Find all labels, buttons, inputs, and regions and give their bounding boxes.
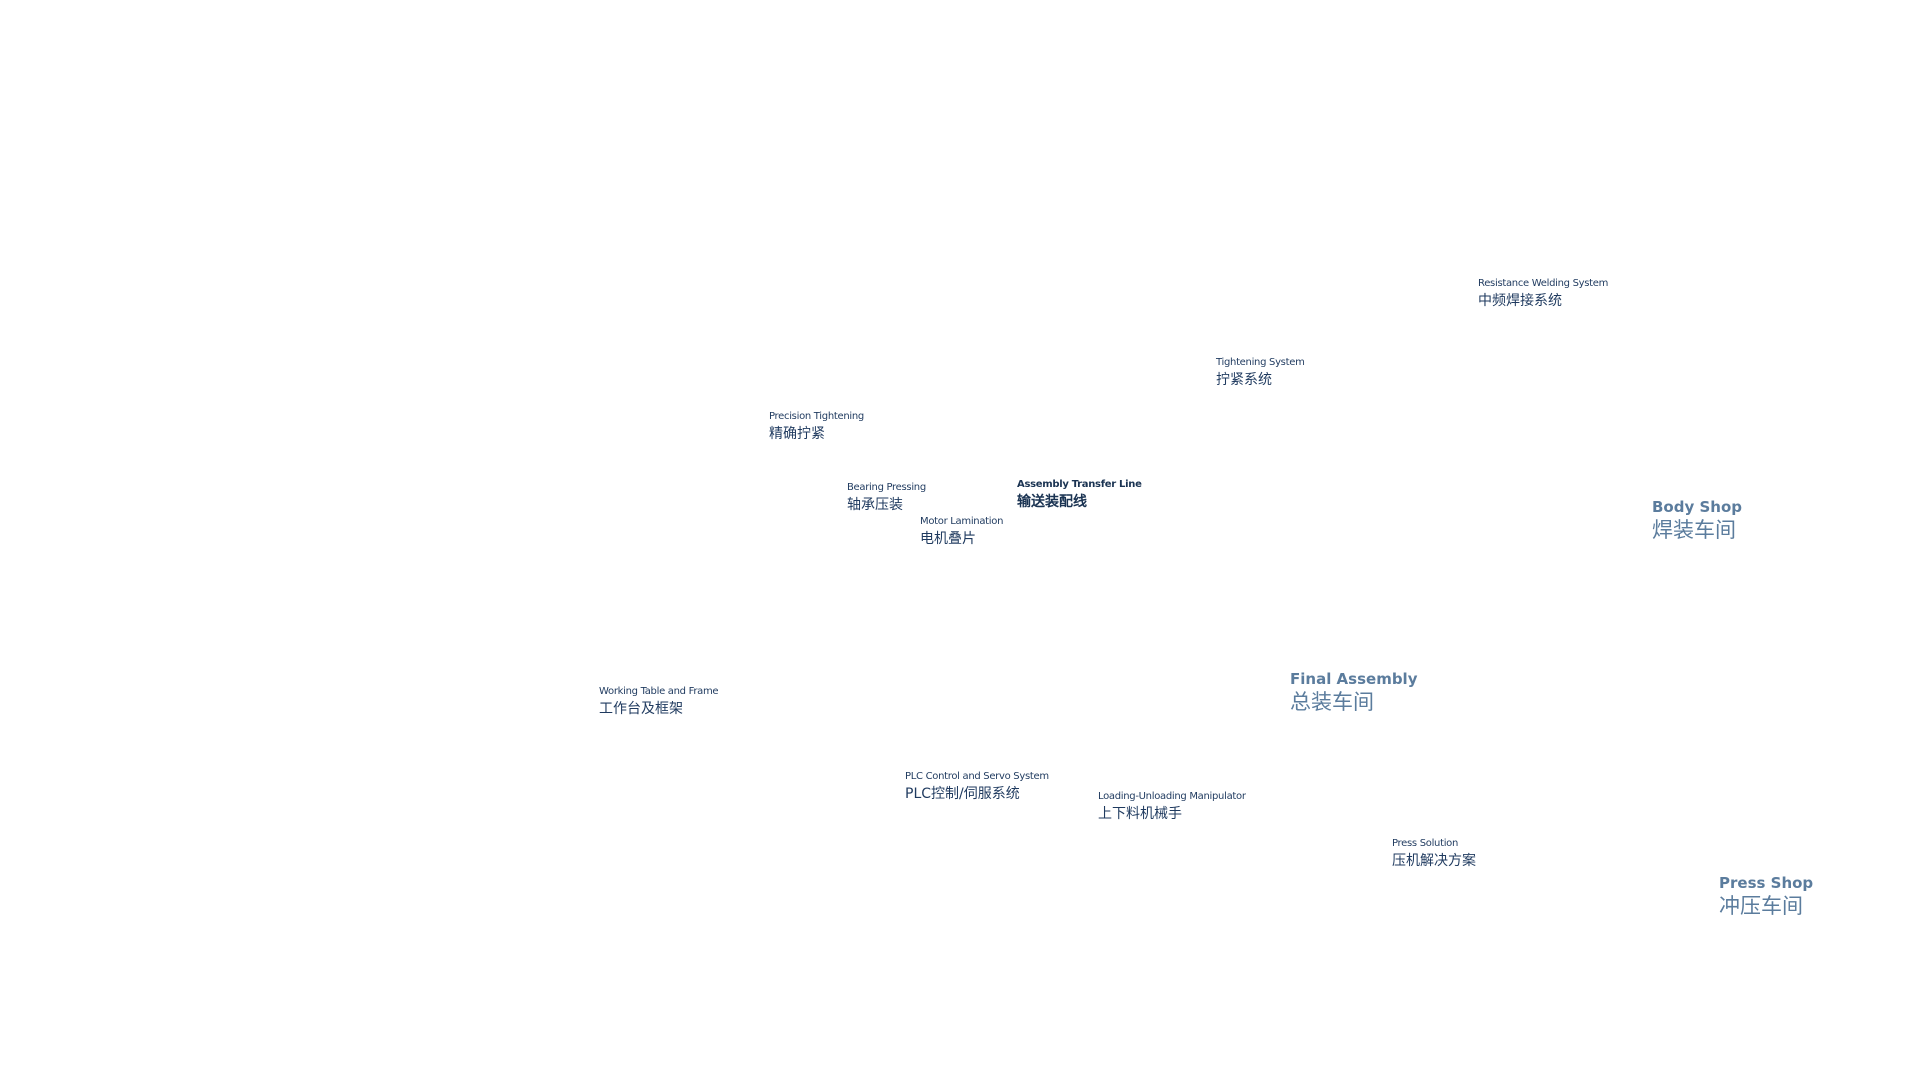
section-label-zh: 冲压车间 (1719, 894, 1803, 918)
label-en: Precision Tightening (769, 411, 864, 422)
hotspot-assembly-transfer-line[interactable]: Assembly Transfer Line 输送装配线 (1017, 479, 1142, 511)
hotspot-tightening-system[interactable]: Tightening System 拧紧系统 (1216, 357, 1305, 389)
label-en: Working Table and Frame (599, 686, 719, 697)
section-label-zh: 总装车间 (1290, 690, 1374, 714)
label-en: Bearing Pressing (847, 482, 926, 493)
label-zh: 上下料机械手 (1098, 806, 1182, 822)
section-press-shop[interactable]: Press Shop 冲压车间 (1719, 874, 1813, 919)
hotspot-resistance-welding[interactable]: Resistance Welding System 中频焊接系统 (1478, 278, 1608, 310)
hotspot-motor-lamination[interactable]: Motor Lamination 电机叠片 (920, 516, 1003, 548)
hotspot-plc-control[interactable]: PLC Control and Servo System PLC控制/伺服系统 (905, 771, 1049, 803)
hotspot-loading-manipulator[interactable]: Loading-Unloading Manipulator 上下料机械手 (1098, 791, 1246, 823)
label-zh: 电机叠片 (920, 531, 976, 547)
label-zh: 轴承压装 (847, 497, 903, 513)
section-label-en: Final Assembly (1290, 670, 1418, 688)
section-label-en: Press Shop (1719, 874, 1814, 892)
label-zh: 中频焊接系统 (1478, 293, 1562, 309)
label-en: Assembly Transfer Line (1017, 479, 1142, 490)
label-en: Loading-Unloading Manipulator (1098, 791, 1246, 802)
label-zh: 精确拧紧 (769, 426, 825, 442)
label-en: Resistance Welding System (1478, 278, 1609, 289)
label-zh: 拧紧系统 (1216, 372, 1272, 388)
label-en: Tightening System (1216, 357, 1305, 368)
section-label-en: Body Shop (1652, 498, 1742, 516)
section-body-shop[interactable]: Body Shop 焊装车间 (1652, 498, 1742, 543)
section-label-zh: 焊装车间 (1652, 518, 1736, 542)
label-zh: PLC控制/伺服系统 (905, 786, 1020, 802)
label-zh: 压机解决方案 (1392, 853, 1476, 869)
hotspot-bearing-pressing[interactable]: Bearing Pressing 轴承压装 (847, 482, 926, 514)
section-final-assembly[interactable]: Final Assembly 总装车间 (1290, 670, 1417, 715)
hotspot-press-solution[interactable]: Press Solution 压机解决方案 (1392, 838, 1476, 870)
label-en: PLC Control and Servo System (905, 771, 1049, 782)
label-en: Press Solution (1392, 838, 1459, 849)
label-en: Motor Lamination (920, 516, 1004, 527)
hotspot-working-table[interactable]: Working Table and Frame 工作台及框架 (599, 686, 719, 718)
hotspot-precision-tightening[interactable]: Precision Tightening 精确拧紧 (769, 411, 864, 443)
label-zh: 工作台及框架 (599, 701, 683, 717)
label-zh: 输送装配线 (1017, 494, 1087, 510)
